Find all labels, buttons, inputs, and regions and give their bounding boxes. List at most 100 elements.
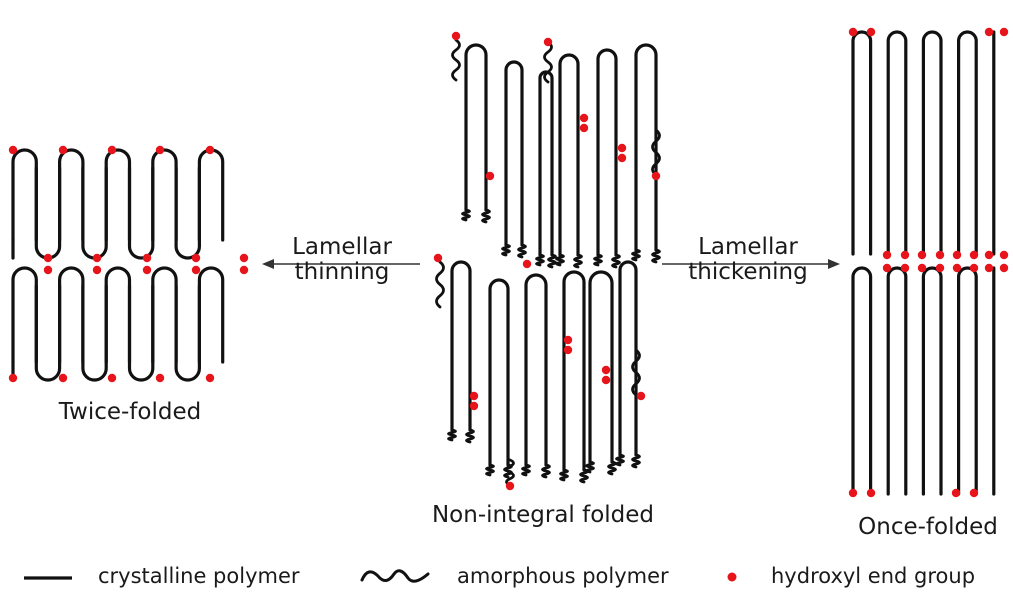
crystalline-fold (488, 278, 510, 467)
crystalline-fold (58, 266, 85, 364)
amorphous-segment (461, 208, 471, 222)
amorphous-segment (573, 253, 583, 269)
crystalline-fold (957, 266, 978, 496)
hydroxyl-end-dot (191, 265, 201, 275)
hydroxyl-end-dot (999, 250, 1009, 260)
amorphous-segment (465, 428, 475, 444)
non-integral-folded-structure (433, 31, 661, 491)
amorphous-segment (541, 463, 551, 479)
crystalline-fold (538, 70, 554, 257)
twice-folded-structure (8, 145, 249, 383)
amorphous-segment (547, 253, 557, 269)
hydroxyl-end-dot (917, 250, 927, 260)
right-arrow-label-line1: Lamellar (698, 234, 798, 260)
hydroxyl-end-dot (917, 263, 927, 273)
crystalline-fold (151, 266, 178, 364)
hydroxyl-end-dot (239, 265, 249, 275)
crystalline-fold (886, 30, 908, 256)
hydroxyl-end-dot (617, 153, 627, 163)
legend-symbols (24, 569, 737, 583)
crystalline-fold (588, 270, 614, 464)
hydroxyl-end-dot (952, 263, 962, 273)
crystalline-fold (634, 43, 658, 252)
hydroxyl-end-dot (984, 27, 994, 37)
right-arrow-label-line2: thickening (688, 259, 808, 286)
hydroxyl-end-dot (935, 263, 945, 273)
amorphous-segment (631, 248, 641, 262)
hydroxyl-end-dot (43, 253, 53, 263)
amorphous-segment (535, 253, 545, 267)
crystalline-fold (450, 260, 472, 432)
crystalline-fold (81, 166, 108, 260)
legend-crystalline-label: crystalline polymer (98, 564, 300, 588)
amorphous-tail (505, 458, 515, 487)
amorphous-segment (521, 463, 531, 477)
crystalline-fold (11, 148, 38, 242)
hydroxyl-end-dot (969, 250, 979, 260)
amorphous-tail (651, 128, 661, 177)
amorphous-segment (555, 253, 565, 267)
amorphous-segment (585, 460, 595, 474)
hydroxyl-end-dot (866, 27, 876, 37)
hydroxyl-end-dot (727, 572, 737, 582)
hydroxyl-end-dot (984, 250, 994, 260)
amorphous-segment (559, 468, 569, 482)
hydroxyl-end-dot (92, 265, 102, 275)
hydroxyl-end-dot (579, 113, 589, 123)
crystalline-fold (174, 284, 201, 382)
once-folded-title: Once-folded (858, 514, 998, 540)
hydroxyl-end-dot (485, 171, 495, 181)
hydroxyl-end-dot (522, 259, 532, 269)
hydroxyl-end-dot (107, 145, 117, 155)
amorphous-segment (607, 460, 617, 476)
crystalline-fold (151, 148, 178, 242)
hydroxyl-end-dot (882, 250, 892, 260)
hydroxyl-end-dot (601, 375, 611, 385)
crystalline-fold (104, 148, 132, 242)
legend-amorphous-squiggle (360, 569, 430, 583)
hydroxyl-end-dot (651, 171, 661, 181)
amorphous-segment (485, 463, 495, 477)
hydroxyl-end-dot (469, 401, 479, 411)
hydroxyl-end-dot (563, 335, 573, 345)
hydroxyl-end-dot (935, 250, 945, 260)
legend-amorphous-label: amorphous polymer (457, 564, 669, 588)
hydroxyl-end-dot (8, 373, 18, 383)
left-arrow-label-line2: thinning (294, 259, 390, 286)
hydroxyl-end-dot (601, 365, 611, 375)
amorphous-tail (631, 348, 641, 397)
hydroxyl-end-dot (984, 263, 994, 273)
crystalline-fold (174, 166, 201, 260)
transition-arrows (262, 259, 840, 269)
hydroxyl-end-dot (8, 145, 18, 155)
hydroxyl-end-dot (543, 37, 553, 47)
amorphous-segment (447, 428, 457, 442)
crystalline-fold (562, 270, 586, 472)
crystalline-fold (104, 266, 132, 364)
hydroxyl-end-dot (866, 488, 876, 498)
crystalline-fold (127, 284, 155, 382)
crystalline-fold (81, 284, 108, 382)
hydroxyl-end-dot (191, 253, 201, 263)
hydroxyl-end-dot (155, 145, 165, 155)
hydroxyl-end-dot (43, 265, 53, 275)
left-arrow-label: Lamellar thinning (292, 234, 392, 286)
hydroxyl-end-dot (92, 253, 102, 263)
amorphous-segment (481, 208, 491, 224)
hydroxyl-end-dot (951, 488, 961, 498)
hydroxyl-end-dot (58, 373, 68, 383)
crystalline-fold (11, 266, 38, 364)
amorphous-segment (593, 253, 603, 267)
crystalline-fold (197, 266, 225, 364)
hydroxyl-end-dot (205, 373, 215, 383)
hydroxyl-end-dot (579, 123, 589, 133)
hydroxyl-end-dot (469, 391, 479, 401)
hydroxyl-end-dot (969, 488, 979, 498)
arrow-left-head (262, 259, 274, 269)
hydroxyl-end-dot (952, 250, 962, 260)
crystalline-fold (504, 60, 524, 247)
crystalline-fold (524, 273, 548, 467)
crystalline-fold (921, 266, 943, 496)
crystalline-fold (34, 166, 62, 260)
